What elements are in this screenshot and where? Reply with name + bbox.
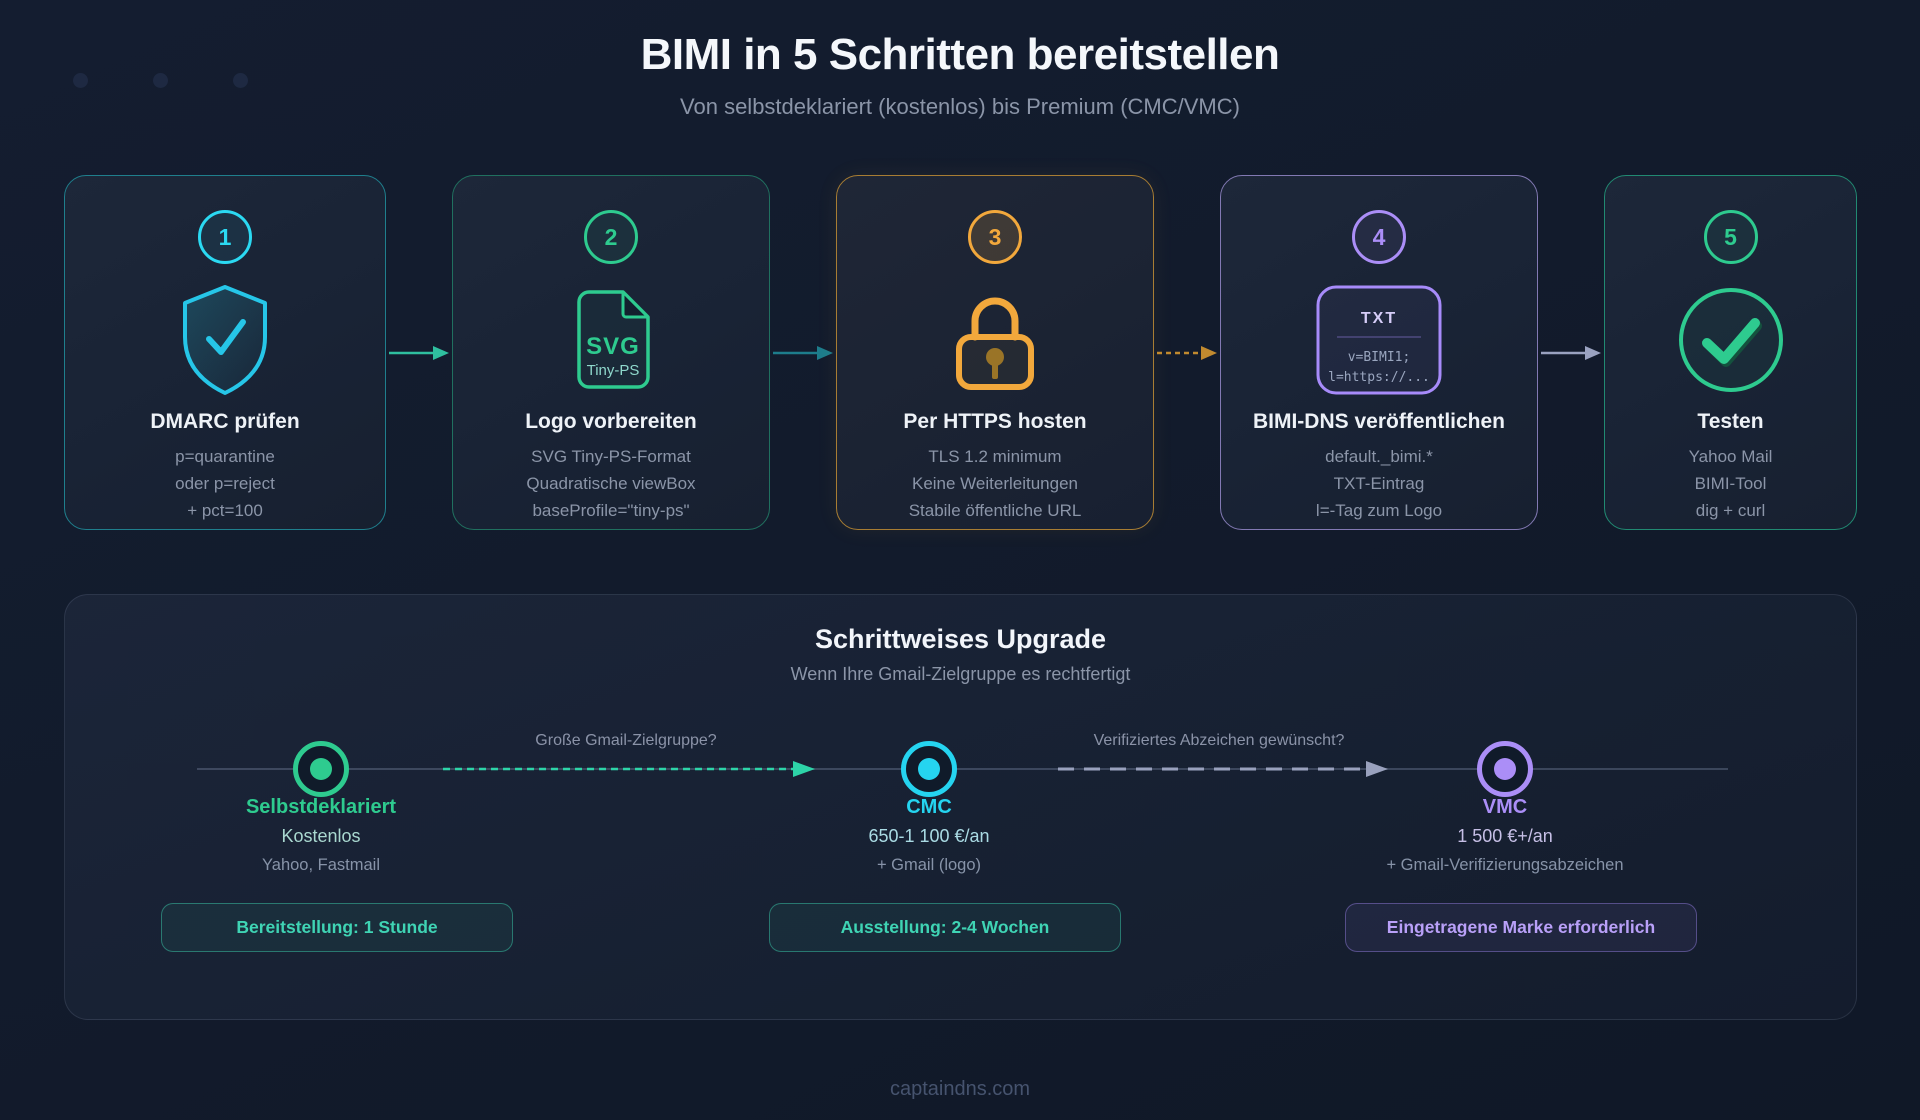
step-number: 2 (604, 223, 618, 250)
step-number-badge: 4 (1352, 210, 1406, 264)
milestone-price: 1 500 €+/an (1457, 826, 1553, 846)
milestone-cmc: CMC 650-1 100 €/an + Gmail (logo) (694, 793, 1164, 879)
page-title: BIMI in 5 Schritten bereitstellen (640, 30, 1280, 79)
decorative-dot (73, 73, 88, 88)
step-title: Testen (1697, 410, 1764, 433)
step-number-badge: 1 (198, 210, 252, 264)
svg-file-icon: SVG Tiny-PS (577, 290, 650, 389)
step-number: 4 (1372, 223, 1386, 250)
padlock-icon (956, 297, 1034, 390)
step-detail: default._bimi.* (1325, 447, 1433, 466)
txt-record-code: l=https://... (1328, 370, 1430, 385)
milestone-selfdeclared: Selbstdeklariert Kostenlos Yahoo, Fastma… (86, 793, 556, 879)
decorative-dot (153, 73, 168, 88)
step-detail: p=quarantine (175, 447, 275, 466)
step-detail: l=-Tag zum Logo (1315, 501, 1443, 520)
step-card-dns: 4 TXT v=BIMI1; l=https://... BIMI-DNS ve… (1220, 175, 1538, 530)
svg-file-label: SVG (586, 333, 640, 360)
milestone-note: + Gmail-Verifizierungsabzeichen (1386, 856, 1624, 874)
step-connector-arrow (389, 345, 449, 360)
step-detail: TLS 1.2 minimum (928, 447, 1062, 466)
milestone-vmc: VMC 1 500 €+/an + Gmail-Verifizierungsab… (1270, 793, 1740, 879)
transition-question: Große Gmail-Zielgruppe? (535, 732, 717, 749)
milestone-marker-cmc (901, 741, 957, 797)
step-title: BIMI-DNS veröffentlichen (1252, 410, 1506, 433)
upgrade-timeline: Große Gmail-Zielgruppe? Verifiziertes Ab… (65, 595, 1856, 1019)
footer-brand: captaindns.com (889, 1078, 1031, 1100)
step-detail: + pct=100 (187, 501, 263, 520)
txt-record-type: TXT (1361, 310, 1397, 327)
upgrade-panel-title: Schrittweises Upgrade (814, 624, 1107, 654)
page-subtitle: Von selbstdeklariert (kostenlos) bis Pre… (680, 94, 1240, 119)
milestone-dot (1494, 758, 1516, 780)
milestone-dot (918, 758, 940, 780)
step-number: 5 (1724, 223, 1737, 250)
step-detail: dig + curl (1695, 501, 1766, 520)
upgrade-arrow-gray (1058, 761, 1388, 777)
step-number-badge: 3 (968, 210, 1022, 264)
step-title: Logo vorbereiten (525, 410, 697, 433)
svg-file-sublabel: Tiny-PS (587, 362, 640, 379)
step-detail: BIMI-Tool (1694, 474, 1767, 493)
step-title: Per HTTPS hosten (903, 410, 1087, 433)
milestone-badge-vmc: Eingetragene Marke erforderlich (1345, 903, 1697, 952)
step-number-badge: 2 (584, 210, 638, 264)
milestone-marker-vmc (1477, 741, 1533, 797)
step-title: DMARC prüfen (150, 410, 300, 433)
step-connector-arrow (773, 345, 833, 360)
header: BIMI in 5 Schritten bereitstellen Von se… (0, 30, 1920, 120)
step-card-dmarc: 1 DMARC prüfen p=quarantine oder p=rejec… (64, 175, 386, 530)
milestone-name: VMC (1482, 796, 1528, 818)
step-detail: Stabile öffentliche URL (908, 501, 1082, 520)
step-detail: Keine Weiterleitungen (911, 474, 1078, 493)
step-card-https: 3 Per HTTPS hosten TLS 1.2 minimum Keine… (836, 175, 1154, 530)
step-card-test: 5 Testen Yahoo Mail BIMI-Tool dig + curl (1604, 175, 1857, 530)
milestone-note: Yahoo, Fastmail (262, 856, 380, 874)
step-detail: baseProfile="tiny-ps" (532, 501, 690, 520)
milestone-dot (310, 758, 332, 780)
step-detail: TXT-Eintrag (1333, 474, 1425, 493)
upgrade-arrow-teal (443, 761, 815, 777)
upgrade-panel: Schrittweises Upgrade Wenn Ihre Gmail-Zi… (64, 594, 1857, 1020)
milestone-note: + Gmail (logo) (876, 856, 982, 874)
milestone-badge-cmc: Ausstellung: 2-4 Wochen (769, 903, 1121, 952)
shield-check-icon (183, 285, 267, 395)
step-number: 3 (988, 223, 1002, 250)
step-detail: SVG Tiny-PS-Format (531, 447, 691, 466)
dns-txt-record-icon: TXT v=BIMI1; l=https://... (1316, 285, 1442, 395)
txt-record-code: v=BIMI1; (1348, 350, 1411, 365)
step-detail: oder p=reject (175, 474, 275, 493)
decorative-dot (233, 73, 248, 88)
step-detail: Yahoo Mail (1688, 447, 1773, 466)
step-number-badge: 5 (1703, 210, 1758, 264)
milestone-name: Selbstdeklariert (245, 796, 397, 818)
transition-question: Verifiziertes Abzeichen gewünscht? (1093, 732, 1345, 749)
step-number: 1 (218, 223, 232, 250)
milestone-price: Kostenlos (281, 826, 361, 846)
steps-row: 1 DMARC prüfen p=quarantine oder p=rejec… (64, 175, 1857, 530)
timeline-base-line (197, 768, 1728, 770)
milestone-name: CMC (906, 796, 952, 818)
check-circle-icon (1678, 288, 1783, 392)
step-connector-arrow (1541, 345, 1601, 360)
upgrade-panel-subtitle: Wenn Ihre Gmail-Zielgruppe es rechtferti… (790, 664, 1131, 684)
milestone-badge-selfdeclared: Bereitstellung: 1 Stunde (161, 903, 513, 952)
step-connector-arrow (1157, 345, 1217, 360)
step-detail: Quadratische viewBox (526, 474, 696, 493)
step-card-logo: 2 SVG Tiny-PS Logo vorbereiten SVG Tiny-… (452, 175, 770, 530)
milestone-price: 650-1 100 €/an (868, 826, 990, 846)
milestone-marker-selfdeclared (293, 741, 349, 797)
